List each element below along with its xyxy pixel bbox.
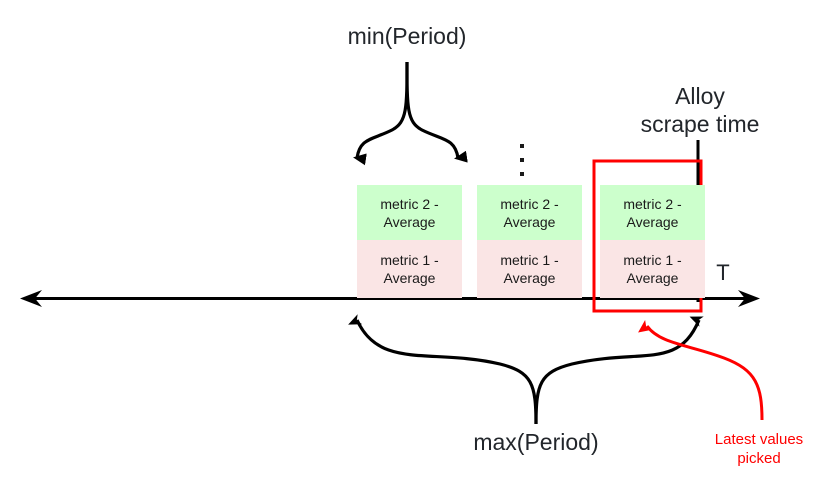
period-3-metric2-box: metric 2 - Average [600, 185, 705, 240]
axis-arrow-right [738, 290, 760, 307]
period-1-metric1-box: metric 1 - Average [357, 240, 462, 298]
min-period-fork-arrow [353, 61, 468, 166]
period-1-metric2-box: metric 2 - Average [357, 185, 462, 240]
axis-label-t: T [716, 260, 730, 285]
period-3-metric1-box: metric 1 - Average [600, 240, 705, 298]
time-axis [20, 290, 760, 307]
period-2-metric2-box: metric 2 - Average [477, 185, 582, 240]
latest-values-label-line1: Latest values [714, 431, 804, 448]
latest-values-arrow [638, 319, 764, 421]
period-2-metric1-box: metric 1 - Average [477, 240, 582, 298]
max-period-label: max(Period) [473, 429, 599, 455]
ellipsis-icon [520, 144, 524, 176]
latest-values-label-line2: picked [737, 450, 781, 467]
scrape-time-label-line2: scrape time [640, 111, 760, 137]
max-period-fork-arrow [348, 314, 704, 425]
scrape-time-label-line1: Alloy [675, 83, 725, 109]
min-period-label: min(Period) [347, 23, 467, 49]
axis-arrow-left [20, 290, 42, 307]
